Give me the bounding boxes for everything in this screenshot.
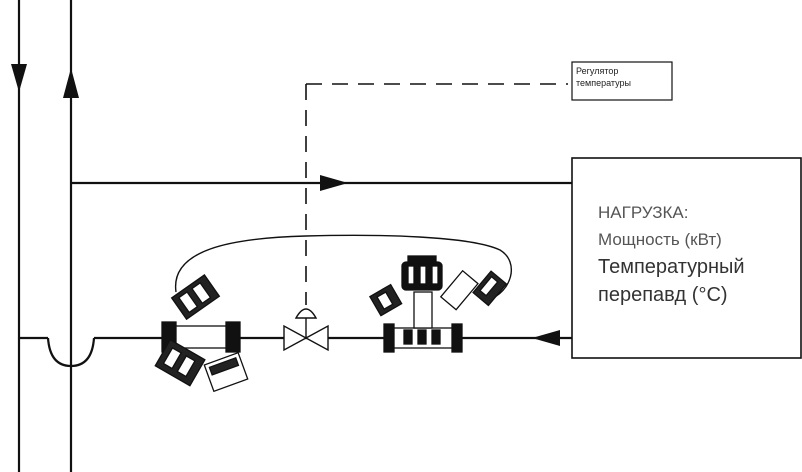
control-valve <box>283 308 329 352</box>
down-arrow <box>11 64 27 92</box>
regulator-label-line2: температуры <box>576 78 632 88</box>
impulse-tube <box>175 234 512 301</box>
regulator-label-line1: Регулятор <box>576 66 619 76</box>
supply-flow-arrow <box>320 175 348 191</box>
load-temp-line1: Температурный <box>598 256 745 278</box>
regulator-box <box>571 61 673 101</box>
regulator-label: Регулятор температуры <box>572 62 672 100</box>
load-box <box>571 157 802 359</box>
load-temp-line2: перепавд (°С) <box>598 284 728 306</box>
return-flow-arrow <box>532 330 560 346</box>
load-description: НАГРУЗКА: Мощность (кВт) Температурный п… <box>598 199 745 309</box>
load-power: Мощность (кВт) <box>598 230 722 249</box>
regulator-signal-line <box>305 83 568 305</box>
balancing-valve <box>368 255 508 353</box>
vertical-pipes <box>17 0 73 472</box>
up-arrow <box>63 68 79 98</box>
differential-pressure-controller <box>154 274 249 393</box>
load-title: НАГРУЗКА: <box>598 203 689 222</box>
